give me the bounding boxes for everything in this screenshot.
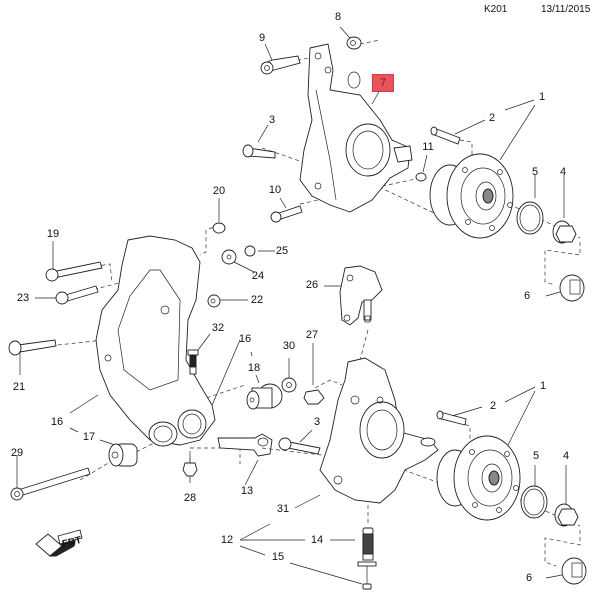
callout-24[interactable]: 24	[251, 270, 265, 282]
callout-7-highlighted[interactable]: 7	[371, 74, 395, 92]
callout-20[interactable]: 20	[212, 185, 226, 197]
callout-1[interactable]: 1	[538, 91, 546, 103]
part-14-pin	[357, 527, 377, 567]
part-6-hub-cap-top	[559, 274, 585, 302]
leader-lines-bottom-right	[239, 285, 567, 585]
part-2-wheel-stud-bottom	[436, 410, 467, 426]
callout-21[interactable]: 21	[12, 381, 26, 393]
part-7-steering-knuckle	[299, 43, 413, 213]
part-10-bolt	[270, 205, 303, 223]
part-20-nut	[212, 222, 226, 234]
callout-28[interactable]: 28	[183, 492, 197, 504]
part-32-stud	[187, 349, 199, 375]
callout-2[interactable]: 2	[489, 400, 497, 412]
part-8-nut	[346, 36, 362, 50]
callout-11[interactable]: 11	[422, 141, 434, 153]
callout-2[interactable]: 2	[488, 112, 496, 124]
callout-9[interactable]: 9	[258, 32, 266, 44]
callout-26[interactable]: 26	[305, 279, 319, 291]
part-1-wheel-hub-top	[429, 153, 514, 239]
callout-17[interactable]: 17	[82, 431, 96, 443]
part-21-bolt	[8, 339, 57, 356]
callout-22[interactable]: 22	[250, 294, 264, 306]
part-4-hub-nut-top	[552, 220, 577, 244]
callout-31[interactable]: 31	[276, 503, 290, 515]
callout-32[interactable]: 32	[211, 322, 225, 334]
part-2-wheel-stud-top	[430, 126, 461, 145]
part-22-nut	[207, 294, 221, 308]
part-15-screw	[362, 566, 372, 590]
part-13-link	[217, 433, 273, 457]
callout-27[interactable]: 27	[305, 329, 319, 341]
part-11-nut	[415, 172, 427, 182]
diagram-code: K201	[484, 4, 508, 15]
callout-5[interactable]: 5	[532, 450, 540, 462]
part-17-bushing	[108, 443, 138, 467]
callout-10[interactable]: 10	[268, 184, 282, 196]
callout-4[interactable]: 4	[562, 450, 570, 462]
diagram-date: 13/11/2015	[541, 4, 591, 15]
callout-16[interactable]: 16	[238, 333, 252, 345]
callout-13[interactable]: 13	[240, 485, 254, 497]
part-26-ball-joint	[339, 265, 383, 326]
callout-12[interactable]: 12	[220, 534, 234, 546]
part-23-bolt	[55, 285, 99, 305]
callout-5[interactable]: 5	[531, 166, 539, 178]
part-18-bushing	[246, 383, 283, 410]
callout-4[interactable]: 4	[559, 166, 567, 178]
part-29-bolt	[10, 467, 91, 501]
part-5-abs-ring-bottom	[520, 485, 548, 519]
callout-6[interactable]: 6	[523, 290, 531, 302]
part-9-bolt	[260, 55, 301, 75]
part-3-bolt-top	[242, 144, 276, 159]
part-16-lower-control-arm	[95, 235, 216, 447]
callout-29[interactable]: 29	[10, 447, 24, 459]
callout-6[interactable]: 6	[525, 572, 533, 584]
part-19-bolt	[45, 261, 103, 282]
part-31-steering-knuckle-lower	[319, 357, 439, 504]
part-24-washer	[221, 249, 237, 265]
callout-18[interactable]: 18	[247, 362, 261, 374]
front-arrow-icon	[35, 529, 83, 557]
part-30-spacer	[281, 377, 297, 393]
leader-lines-top	[257, 26, 565, 297]
part-4-hub-nut-bottom	[554, 503, 579, 527]
callout-15[interactable]: 15	[271, 551, 285, 563]
part-6-hub-cap-bottom	[561, 557, 587, 585]
callout-8[interactable]: 8	[334, 11, 342, 23]
callout-25[interactable]: 25	[275, 245, 289, 257]
part-3-bolt-bottom	[278, 437, 321, 455]
part-5-abs-ring-top	[516, 201, 544, 235]
part-27-nut	[303, 389, 325, 405]
part-25-nut	[244, 245, 256, 257]
callout-23[interactable]: 23	[16, 292, 30, 304]
callout-1[interactable]: 1	[539, 380, 547, 392]
callout-19[interactable]: 19	[46, 228, 60, 240]
part-28-nut	[182, 462, 198, 477]
callout-16[interactable]: 16	[50, 416, 64, 428]
callout-3[interactable]: 3	[313, 416, 321, 428]
part-1-wheel-hub-bottom	[436, 435, 521, 521]
callout-14[interactable]: 14	[310, 534, 324, 546]
callout-3[interactable]: 3	[268, 114, 276, 126]
callout-30[interactable]: 30	[282, 340, 296, 352]
